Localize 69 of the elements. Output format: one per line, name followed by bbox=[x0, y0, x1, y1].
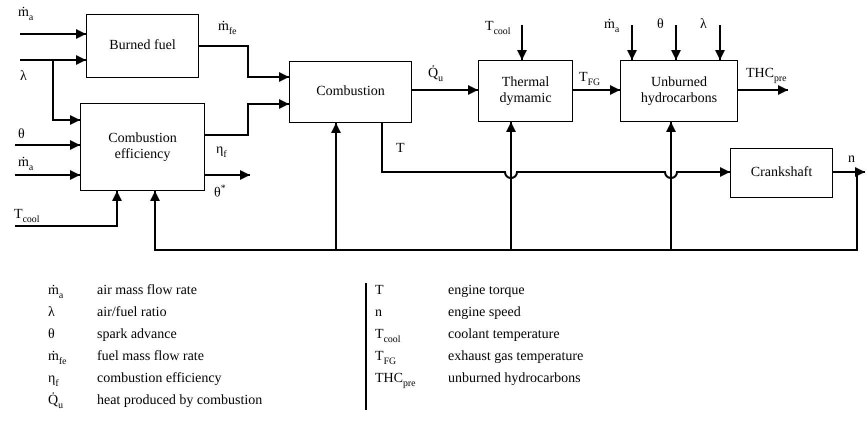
block-title: Crankshaft bbox=[750, 164, 812, 182]
process-box bbox=[478, 60, 573, 122]
process-box bbox=[80, 103, 205, 191]
symbol-description: spark advance bbox=[97, 328, 177, 342]
symbol-label: THC$_{pre}$ bbox=[375, 372, 416, 389]
symbol-label: Q̇$_{u}$ bbox=[48, 394, 64, 411]
symbol-description: heat produced by combustion bbox=[97, 394, 262, 408]
symbol-description: engine speed bbox=[448, 306, 521, 320]
block-title: Thermal dymamic bbox=[498, 74, 553, 108]
symbol-description: engine torque bbox=[448, 284, 525, 298]
signal-label: θ bbox=[18, 128, 25, 142]
signal-arrow bbox=[627, 25, 637, 60]
signal-arrow bbox=[205, 170, 250, 180]
process-box bbox=[620, 60, 738, 122]
block-title: Unburned hydrocarbons bbox=[640, 74, 718, 108]
signal-label: η$_{f}$ bbox=[216, 143, 227, 160]
signal-arrow bbox=[381, 123, 730, 179]
symbol-label: ṁ$_{a}$ bbox=[48, 284, 64, 301]
signal-label: ṁ$_{a}$ bbox=[18, 6, 34, 23]
process-box bbox=[86, 14, 199, 78]
signal-label: T bbox=[396, 142, 405, 156]
symbol-description: air/fuel ratio bbox=[97, 306, 167, 320]
symbol-description: exhaust gas temperature bbox=[448, 350, 584, 364]
signal-label: T$_{cool}$ bbox=[14, 208, 40, 225]
symbol-label: T$_{FG}$ bbox=[375, 350, 396, 367]
symbol-label: η$_{f}$ bbox=[48, 372, 59, 389]
block-title: Combustion bbox=[316, 84, 385, 100]
symbol-description: fuel mass flow rate bbox=[97, 350, 204, 364]
signal-label: THC$_{pre}$ bbox=[746, 67, 787, 84]
process-box bbox=[289, 61, 412, 123]
signal-arrow bbox=[205, 99, 289, 136]
signal-arrow bbox=[671, 25, 681, 60]
symbol-label: T bbox=[375, 284, 384, 298]
signal-label: ṁ$_{fe}$ bbox=[218, 20, 237, 37]
symbol-description: coolant temperature bbox=[448, 328, 560, 342]
signal-label: λ bbox=[20, 70, 27, 84]
signal-arrow bbox=[15, 170, 80, 180]
signal-arrow bbox=[15, 140, 80, 150]
signal-label: θ$^{*}$ bbox=[214, 184, 226, 201]
signal-arrow bbox=[666, 122, 858, 251]
signal-arrow bbox=[199, 45, 289, 82]
symbol-label: T$_{cool}$ bbox=[375, 328, 400, 345]
signal-label: T$_{cool}$ bbox=[485, 20, 510, 37]
signal-arrow bbox=[517, 25, 527, 60]
signal-arrow bbox=[573, 85, 620, 95]
block-title: Burned fuel bbox=[109, 38, 176, 54]
signal-label: n bbox=[848, 152, 855, 166]
signal-label: ṁ$_{a}$ bbox=[18, 156, 34, 173]
symbol-label: θ bbox=[48, 328, 55, 342]
symbol-description: unburned hydrocarbons bbox=[448, 372, 581, 386]
block-title: Combustion efficiency bbox=[107, 130, 178, 164]
signal-label: T$_{FG}$ bbox=[579, 71, 600, 88]
signal-label: ṁ$_{a}$ bbox=[604, 18, 620, 35]
signal-arrow bbox=[738, 85, 788, 95]
symbol-label: n bbox=[375, 306, 382, 320]
signal-arrow bbox=[715, 25, 725, 60]
signal-label: Q̇$_{u}$ bbox=[428, 67, 444, 84]
signal-arrow bbox=[20, 55, 86, 65]
symbol-description: air mass flow rate bbox=[97, 284, 197, 298]
symbol-label: ṁ$_{fe}$ bbox=[48, 350, 67, 367]
signal-arrow bbox=[412, 85, 478, 95]
signal-label: λ bbox=[700, 18, 707, 32]
symbol-description: combustion efficiency bbox=[97, 372, 222, 386]
signal-label: θ bbox=[657, 18, 664, 32]
symbol-label: λ bbox=[48, 306, 55, 320]
signal-arrow bbox=[15, 191, 122, 227]
process-box bbox=[730, 148, 833, 198]
signal-arrow bbox=[20, 29, 86, 39]
signal-arrow bbox=[52, 60, 80, 125]
